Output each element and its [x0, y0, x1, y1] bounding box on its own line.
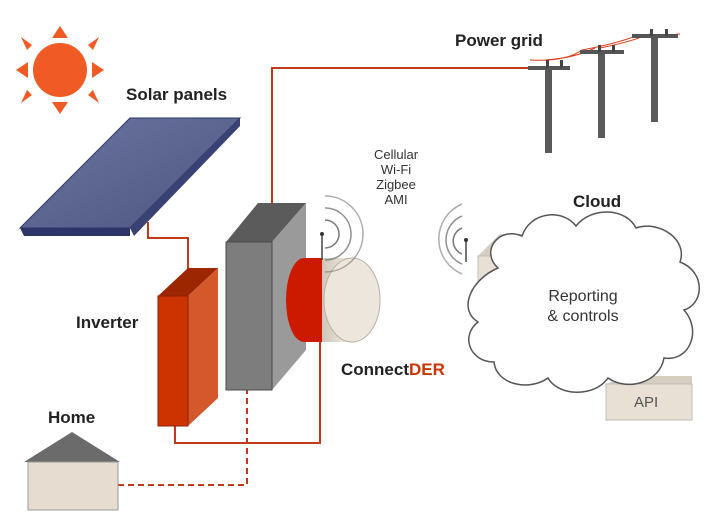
cloud-description: Reporting & controls	[530, 287, 636, 327]
connectder-prefix: Connect	[341, 360, 409, 379]
home-label: Home	[48, 408, 96, 427]
cloud-icon	[467, 211, 700, 393]
comms-zigbee: Zigbee	[376, 177, 416, 192]
comms-ami: AMI	[384, 192, 408, 207]
sun-icon	[16, 26, 104, 114]
cloud-label: Cloud	[573, 192, 622, 211]
connectder-label: ConnectDER	[341, 360, 445, 380]
power-pole-icon	[528, 29, 681, 153]
comms-list: Cellular Wi-Fi Zigbee AMI	[362, 147, 430, 207]
solar-panels-label: Solar panels	[126, 85, 228, 104]
connectder-suffix: DER	[409, 360, 445, 379]
reporting-line-2: & controls	[547, 308, 619, 325]
reporting-line-1: Reporting	[548, 288, 618, 305]
api-label: API	[634, 394, 659, 411]
cloud-antenna-icon	[438, 203, 468, 275]
power-grid-label: Power grid	[455, 31, 543, 50]
inverter-label: Inverter	[76, 313, 139, 332]
home-data-link	[118, 388, 248, 486]
home-icon	[24, 432, 120, 511]
comms-cellular: Cellular	[373, 147, 419, 162]
solar-panel-icon	[18, 117, 242, 236]
comms-wifi: Wi-Fi	[380, 162, 412, 177]
inverter-icon	[157, 268, 218, 427]
antenna-icon	[320, 195, 364, 273]
